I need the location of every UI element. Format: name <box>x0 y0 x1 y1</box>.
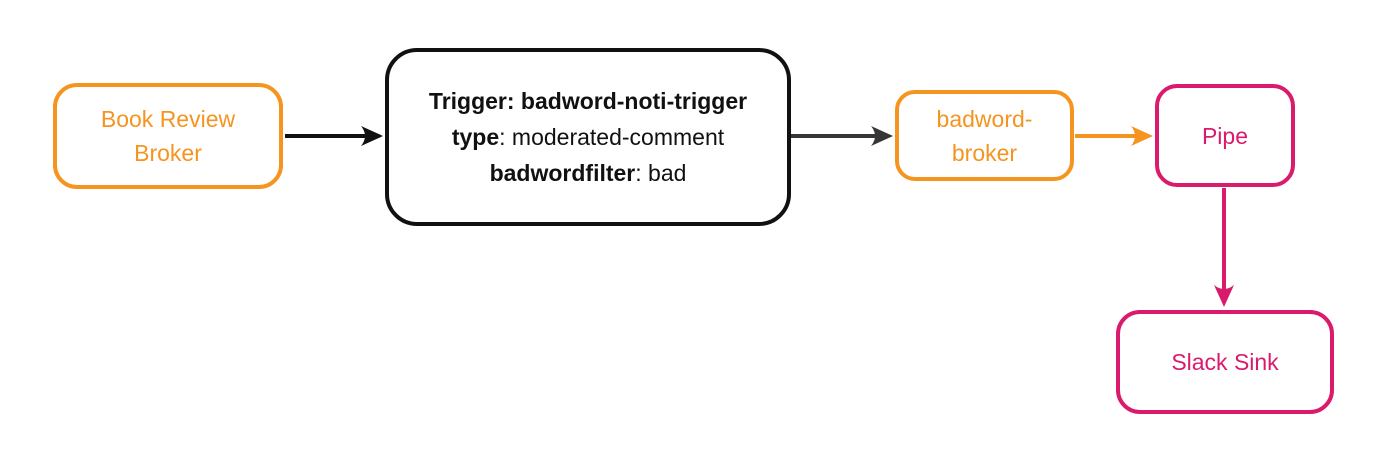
node-book-review-broker: Book Review Broker <box>53 83 283 189</box>
trigger-type-value: : moderated-comment <box>499 124 725 150</box>
trigger-name-text: Trigger: badword-noti-trigger <box>428 88 748 114</box>
node-badword-broker: badword- broker <box>895 90 1074 181</box>
edge-pipe-to-slack <box>1214 188 1234 307</box>
edge-badword-to-pipe <box>1075 126 1153 146</box>
edge-book-to-trigger <box>285 126 383 146</box>
edge-trigger-to-badword <box>791 126 893 146</box>
node-label: Pipe <box>1201 122 1249 149</box>
trigger-name-line: Trigger: badword-noti-trigger <box>429 83 747 119</box>
trigger-filter-value: : bad <box>635 160 687 186</box>
node-label-line: Broker <box>134 140 202 166</box>
trigger-filter-line: badwordfilter: bad <box>490 155 687 191</box>
trigger-filter-key: badwordfilter <box>489 160 636 186</box>
node-slack-sink: Slack Sink <box>1116 310 1334 414</box>
node-pipe: Pipe <box>1155 84 1295 187</box>
trigger-type-key: type <box>451 124 500 150</box>
trigger-type-line: type: moderated-comment <box>452 119 724 155</box>
node-label-line: broker <box>951 139 1018 166</box>
node-trigger: Trigger: badword-noti-trigger type: mode… <box>385 48 791 226</box>
node-label-line: Book Review <box>100 106 236 132</box>
arrowhead-down-icon <box>1214 285 1234 307</box>
node-label: Slack Sink <box>1171 349 1279 375</box>
arrowhead-right-icon <box>1131 126 1153 146</box>
node-label-line: badword- <box>936 105 1033 132</box>
arrowhead-right-icon <box>871 126 893 146</box>
arrowhead-right-icon <box>361 126 383 146</box>
